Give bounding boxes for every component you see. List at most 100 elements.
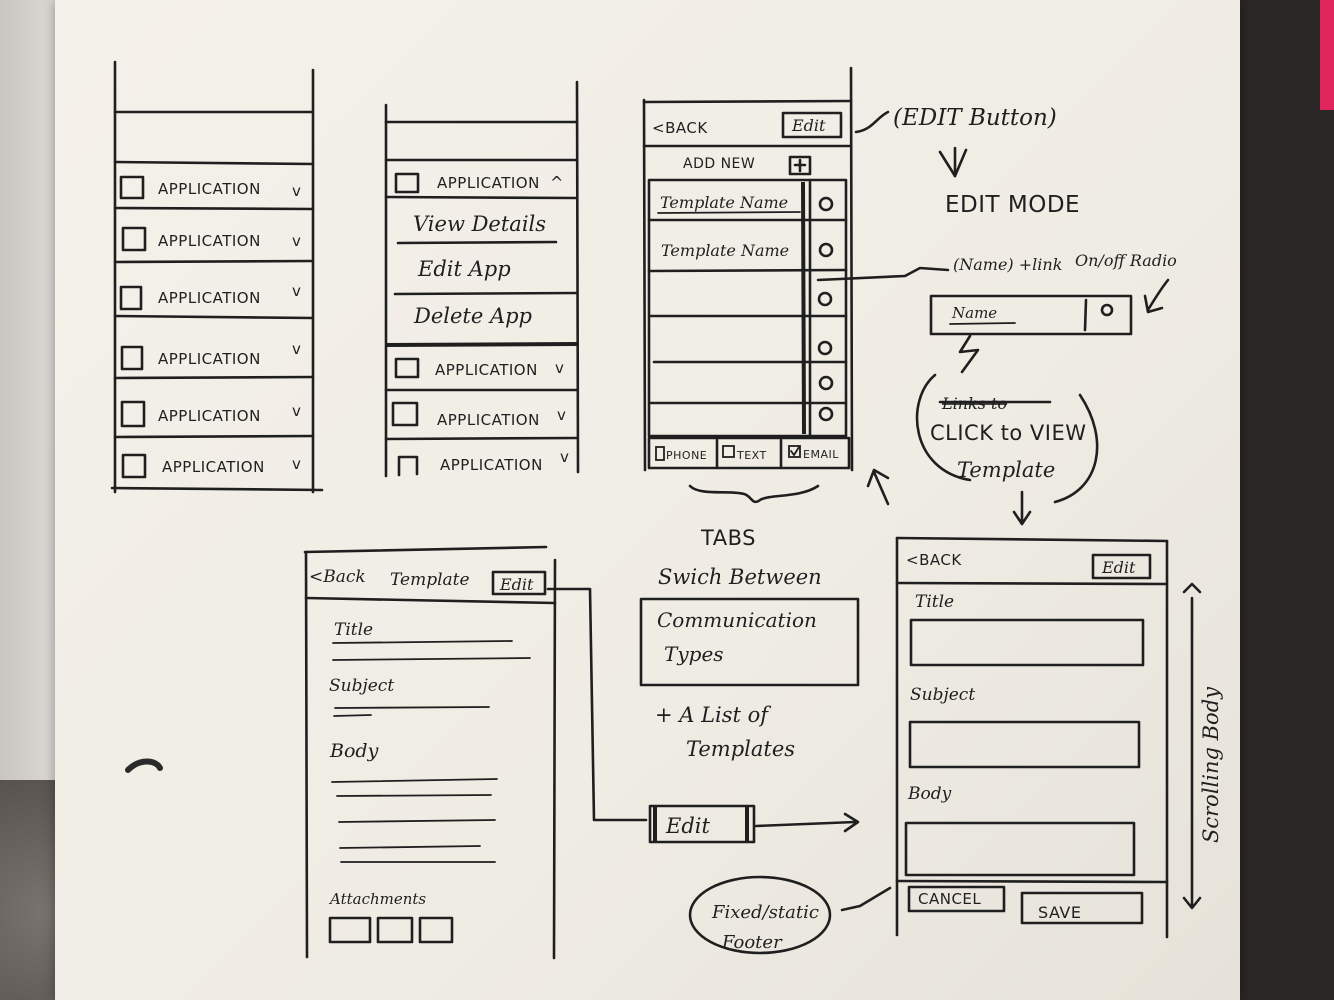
svg-text:TEXT: TEXT xyxy=(736,449,767,462)
app-row[interactable]: APPLICATION v xyxy=(384,401,579,441)
edit-transition-box xyxy=(648,804,756,844)
add-new-label: ADD NEW xyxy=(683,156,755,172)
app-row-expanded[interactable]: APPLICATION ^ xyxy=(384,172,579,200)
attachments-label: Attachments xyxy=(328,890,426,908)
template-name-link[interactable]: Template Name xyxy=(660,193,788,212)
app-list-sketch: APPLICATION v APPLICATION v APPLICATION … xyxy=(110,60,324,494)
template-row[interactable]: Template Name xyxy=(647,241,848,273)
note-list-of-templates-2: Templates xyxy=(686,737,795,761)
app-row-label: APPLICATION xyxy=(158,350,261,368)
note-edit-button: (EDIT Button) xyxy=(893,105,1057,131)
note-template: Template xyxy=(957,458,1055,482)
attachment-thumbnail[interactable] xyxy=(376,916,414,944)
title-input[interactable] xyxy=(909,618,1145,667)
chevron-down-icon[interactable]: v xyxy=(555,359,564,377)
background-dark-edge xyxy=(1224,0,1334,1000)
app-row-label: APPLICATION xyxy=(158,289,261,307)
svg-text:CANCEL: CANCEL xyxy=(918,890,981,908)
chevron-down-icon[interactable]: v xyxy=(292,182,301,200)
attachment-thumbnail[interactable] xyxy=(418,916,454,944)
note-name-link: (Name) +link xyxy=(953,255,1062,274)
on-off-radio[interactable] xyxy=(817,340,833,356)
back-button[interactable]: <BACK xyxy=(652,119,708,137)
app-row-label: APPLICATION xyxy=(158,407,261,425)
on-off-radio[interactable] xyxy=(818,242,834,258)
menu-option-delete-app[interactable]: Delete App xyxy=(413,304,532,328)
field-label-body: Body xyxy=(907,784,952,804)
menu-option-edit-app[interactable]: Edit App xyxy=(417,257,511,281)
field-label-title: Title xyxy=(334,620,373,640)
chevron-down-icon[interactable]: v xyxy=(292,340,301,358)
app-row-label: APPLICATION xyxy=(162,458,265,476)
add-new-button[interactable] xyxy=(788,155,812,176)
edit-button[interactable]: Edit xyxy=(791,116,826,135)
note-fixed-footer-2: Footer xyxy=(721,932,783,953)
template-name-link[interactable]: Template Name xyxy=(661,241,789,260)
attachment-thumbnail[interactable] xyxy=(328,916,372,944)
note-switch-between: Swich Between xyxy=(658,565,822,589)
template-title: Template xyxy=(390,570,470,590)
app-row-label: APPLICATION xyxy=(440,456,543,474)
tab-phone[interactable]: PHONE xyxy=(655,446,707,462)
back-button[interactable]: <BACK xyxy=(906,551,962,569)
app-menu-sketch: APPLICATION ^ View Details Edit App Dele… xyxy=(384,80,580,478)
edit-button[interactable]: Edit xyxy=(499,575,534,594)
note-list-of-templates-1: + A List of xyxy=(655,703,771,727)
note-scrolling-body: Scrolling Body xyxy=(1199,686,1223,843)
app-row[interactable]: APPLICATION v xyxy=(113,282,315,320)
note-types: Types xyxy=(664,642,724,666)
tab-email[interactable]: EMAIL xyxy=(788,445,839,461)
note-links-to: Links to xyxy=(941,394,1007,413)
note-edit-arrow: Edit xyxy=(665,814,710,838)
name-link[interactable]: Name xyxy=(951,304,997,322)
field-label-body: Body xyxy=(329,740,379,762)
app-row-label: APPLICATION xyxy=(158,232,261,250)
on-off-radio[interactable] xyxy=(818,196,834,212)
message-icon xyxy=(722,445,735,458)
template-list-sketch: <BACK Edit ADD NEW Template Name Templat… xyxy=(642,66,854,472)
on-off-radio[interactable] xyxy=(1100,303,1114,317)
chevron-down-icon[interactable]: v xyxy=(292,402,301,420)
on-off-radio[interactable] xyxy=(818,406,834,422)
app-row[interactable]: APPLICATION v xyxy=(397,448,569,477)
app-row[interactable]: APPLICATION v xyxy=(113,226,315,264)
svg-text:SAVE: SAVE xyxy=(1038,903,1081,922)
app-row-label: APPLICATION xyxy=(158,180,261,198)
app-row[interactable]: APPLICATION v xyxy=(384,357,579,392)
edit-button[interactable]: Edit xyxy=(1101,558,1136,577)
back-button[interactable]: <Back xyxy=(309,567,366,587)
app-row-label: APPLICATION xyxy=(435,361,538,379)
sketch-paper xyxy=(55,0,1240,1000)
app-row[interactable]: APPLICATION v xyxy=(113,340,315,380)
note-click-to-view: CLICK to VIEW xyxy=(930,421,1087,445)
note-fixed-footer-1: Fixed/static xyxy=(711,902,819,923)
template-edit-sketch: <BACK Edit Title Subject Body CANCEL SAV… xyxy=(688,536,1223,955)
name-row-example: Name xyxy=(929,294,1133,336)
app-row[interactable]: APPLICATION v xyxy=(113,400,315,439)
chevron-down-icon[interactable]: v xyxy=(557,406,566,424)
chevron-down-icon[interactable]: v xyxy=(292,232,301,250)
template-row[interactable]: Template Name xyxy=(647,193,848,222)
body-input[interactable] xyxy=(904,821,1136,877)
phone-icon xyxy=(655,446,665,461)
tab-text[interactable]: TEXT xyxy=(722,445,767,462)
on-off-radio[interactable] xyxy=(817,291,833,307)
save-button[interactable] xyxy=(1020,891,1144,925)
menu-option-view-details[interactable]: View Details xyxy=(413,212,546,236)
app-row[interactable]: APPLICATION v xyxy=(113,175,315,211)
note-edit-mode: EDIT MODE xyxy=(945,192,1080,218)
on-off-radio[interactable] xyxy=(818,375,834,391)
chevron-up-icon[interactable]: ^ xyxy=(550,173,564,192)
chevron-down-icon[interactable]: v xyxy=(292,455,301,473)
svg-text:EMAIL: EMAIL xyxy=(803,448,839,461)
template-view-sketch: <Back Template Edit Title Subject Body A… xyxy=(303,545,860,960)
app-row[interactable]: APPLICATION v xyxy=(121,453,301,479)
cancel-button[interactable] xyxy=(907,885,1006,913)
chevron-down-icon[interactable]: v xyxy=(560,448,569,466)
background-pink-strip xyxy=(1320,0,1334,110)
subject-input[interactable] xyxy=(908,720,1141,769)
chevron-down-icon[interactable]: v xyxy=(292,282,301,300)
field-label-subject: Subject xyxy=(910,685,975,705)
app-row-label: APPLICATION xyxy=(437,411,540,429)
